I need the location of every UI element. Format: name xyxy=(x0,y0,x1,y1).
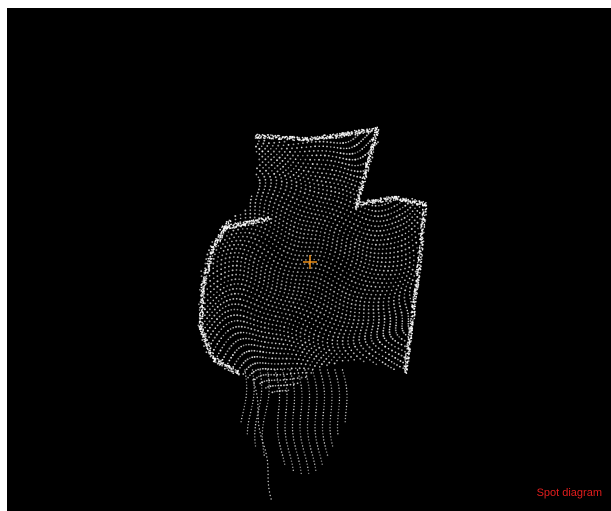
view-title-label: Spot diagram xyxy=(536,487,602,499)
spot-diagram-view[interactable]: Spot diagram xyxy=(7,8,611,511)
spot-diagram-canvas xyxy=(197,126,428,500)
crosshair-icon xyxy=(303,255,317,269)
ray-spot-cloud xyxy=(197,126,428,500)
